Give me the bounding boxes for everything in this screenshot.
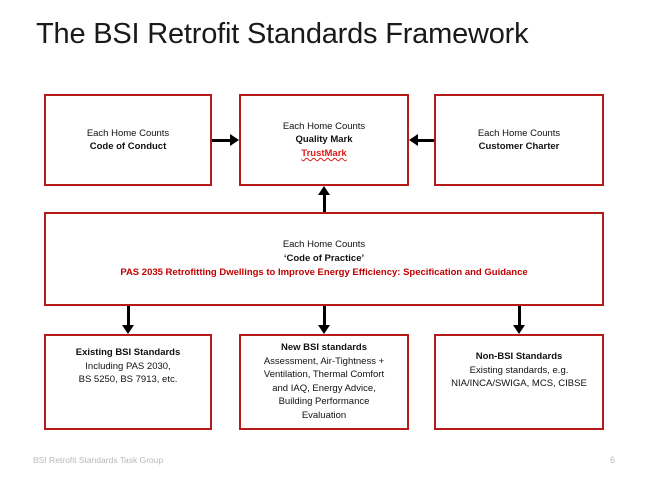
box-existing-bsi-standards-line-1: Existing BSI Standards: [75, 347, 181, 358]
arrow-head: [409, 134, 418, 146]
box-quality-mark: Each Home Counts Quality Mark TrustMark: [239, 94, 409, 186]
box-new-bsi-standards-line-4: and IAQ, Energy Advice,: [272, 382, 376, 394]
box-quality-mark-line-1: Each Home Counts: [282, 120, 366, 132]
footer-source-label: BSI Retrofit Standards Task Group: [33, 455, 164, 465]
arrow-down-icon: [119, 306, 137, 334]
arrow-shaft: [517, 306, 521, 326]
arrow-head: [318, 325, 330, 334]
footer-page-number: 6: [609, 455, 615, 465]
box-quality-mark-trustmark: TrustMark: [301, 147, 347, 159]
box-code-of-conduct-line-1: Each Home Counts: [86, 127, 170, 139]
box-new-bsi-standards-text: New BSI standards Assessment, Air-Tightn…: [241, 341, 407, 422]
box-new-bsi-standards-line-3: Ventilation, Thermal Comfort: [263, 369, 385, 380]
arrow-right-icon: [212, 130, 239, 150]
arrow-shaft: [212, 138, 231, 142]
box-customer-charter-line-2: Customer Charter: [478, 141, 560, 152]
arrow-up-icon: [315, 186, 333, 212]
box-non-bsi-standards-line-3: NIA/INCA/SWIGA, MCS, CIBSE: [451, 378, 587, 389]
box-customer-charter: Each Home Counts Customer Charter: [434, 94, 604, 186]
box-existing-bsi-standards-line-3: BS 5250, BS 7913, etc.: [78, 374, 178, 385]
arrow-shaft: [322, 306, 326, 326]
box-non-bsi-standards-line-2: Existing standards, e.g.: [469, 364, 569, 376]
box-new-bsi-standards-line-2: Assessment, Air-Tightness +: [263, 355, 385, 367]
arrow-down-icon: [510, 306, 528, 334]
page-title: The BSI Retrofit Standards Framework: [36, 18, 529, 50]
box-code-of-conduct-text: Each Home Counts Code of Conduct: [46, 127, 210, 154]
box-quality-mark-text: Each Home Counts Quality Mark TrustMark: [241, 120, 407, 161]
arrow-down-icon: [315, 306, 333, 334]
box-new-bsi-standards-line-6: Evaluation: [301, 409, 347, 421]
box-existing-bsi-standards-line-2: Including PAS 2030,: [85, 360, 171, 372]
box-code-of-conduct-line-2: Code of Conduct: [89, 141, 167, 152]
box-code-of-practice-line-1: Each Home Counts: [282, 239, 366, 250]
arrow-shaft: [322, 194, 326, 212]
box-non-bsi-standards-text: Non-BSI Standards Existing standards, e.…: [436, 350, 602, 391]
arrow-left-icon: [409, 130, 434, 150]
box-existing-bsi-standards-text: Existing BSI Standards Including PAS 203…: [46, 346, 210, 387]
arrow-shaft: [126, 306, 130, 326]
arrow-head: [230, 134, 239, 146]
box-new-bsi-standards-line-5: Building Performance: [278, 396, 370, 407]
box-new-bsi-standards: New BSI standards Assessment, Air-Tightn…: [239, 334, 409, 430]
box-existing-bsi-standards: Existing BSI Standards Including PAS 203…: [44, 334, 212, 430]
box-quality-mark-line-2: Quality Mark: [295, 134, 353, 146]
box-customer-charter-text: Each Home Counts Customer Charter: [436, 127, 602, 154]
arrow-head: [122, 325, 134, 334]
arrow-shaft: [417, 138, 434, 142]
box-new-bsi-standards-line-1: New BSI standards: [280, 342, 368, 353]
box-non-bsi-standards: Non-BSI Standards Existing standards, e.…: [434, 334, 604, 430]
arrow-head: [318, 186, 330, 195]
box-code-of-practice-line-2: ‘Code of Practice’: [283, 253, 365, 264]
box-customer-charter-line-1: Each Home Counts: [477, 127, 561, 139]
box-code-of-practice: Each Home Counts ‘Code of Practice’ PAS …: [44, 212, 604, 306]
box-non-bsi-standards-line-1: Non-BSI Standards: [475, 351, 563, 362]
box-code-of-practice-text: Each Home Counts ‘Code of Practice’ PAS …: [46, 238, 602, 280]
box-code-of-conduct: Each Home Counts Code of Conduct: [44, 94, 212, 186]
arrow-head: [513, 325, 525, 334]
box-code-of-practice-pas-2035: PAS 2035 Retrofitting Dwellings to Impro…: [120, 267, 528, 278]
